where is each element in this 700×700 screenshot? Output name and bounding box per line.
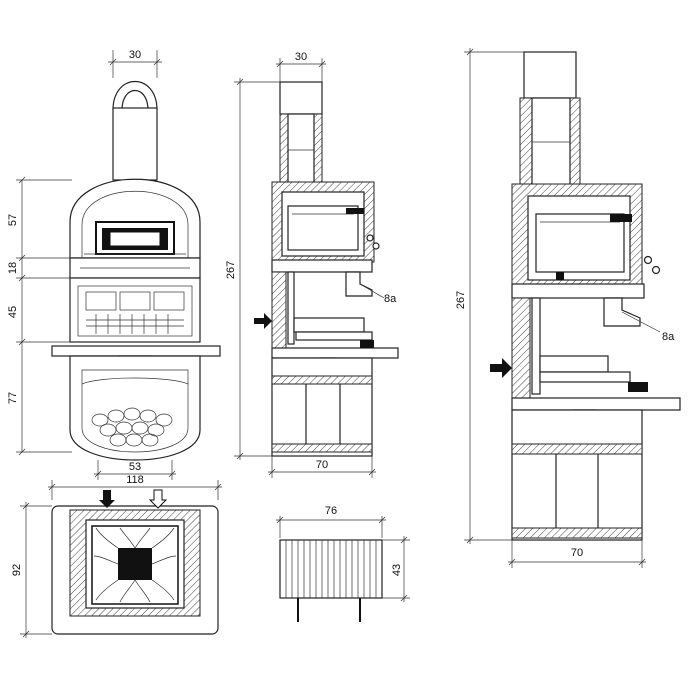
front-view: 30 57 18 45 77 53	[7, 49, 221, 480]
side-small-base-width-dim: 70	[268, 456, 376, 478]
side-large-airflow-arrow-icon	[490, 358, 512, 378]
side-view-large: 8a 267 70	[455, 48, 681, 568]
airflow-arrow-left-icon	[99, 490, 115, 508]
front-bottom-width-dim: 53	[94, 460, 176, 480]
front-dim-18: 18	[7, 262, 19, 274]
side-large-base-width-label: 70	[571, 547, 583, 559]
grill-height-dim: 43	[382, 536, 410, 602]
side-view-small: 30 8a	[225, 51, 399, 478]
front-dim-57: 57	[7, 214, 19, 226]
airflow-arrow-right-icon	[148, 489, 168, 509]
front-vertical-dims: 57 18 45 77	[7, 176, 72, 456]
front-dim-45: 45	[7, 306, 19, 318]
side-small-8a-label: 8a	[384, 293, 397, 305]
side-large-height-dim: 267	[455, 48, 524, 544]
side-small-top-width-dim: 30	[276, 51, 326, 82]
front-dim-77: 77	[7, 392, 19, 404]
side-large-height-label: 267	[455, 291, 467, 309]
side-small-base-width-label: 70	[316, 459, 328, 471]
plan-width-label: 118	[126, 474, 144, 486]
side-large-8a-label: 8a	[662, 331, 675, 343]
side-small-airflow-arrow-icon	[254, 313, 272, 329]
plan-depth-label: 92	[11, 564, 23, 576]
grill-width-label: 76	[325, 505, 337, 517]
plan-view: 118	[11, 474, 222, 638]
front-top-width-dim: 30	[108, 49, 162, 78]
grill-width-dim: 76	[276, 505, 386, 538]
front-top-width-label: 30	[129, 49, 141, 61]
firewood-logs-icon	[91, 407, 173, 447]
plan-depth-dim: 92	[11, 502, 52, 638]
side-small-height-dim: 267	[225, 78, 280, 460]
grate-icon	[91, 525, 179, 605]
side-small-height-label: 267	[225, 261, 237, 279]
plan-width-dim: 118	[48, 474, 222, 500]
grill-detail: 76 43	[276, 505, 410, 622]
side-large-base-width-dim: 70	[508, 540, 646, 568]
front-bottom-width-label: 53	[129, 461, 141, 473]
grill-bars-icon	[285, 540, 377, 598]
grill-height-label: 43	[391, 564, 403, 576]
side-small-top-width-label: 30	[295, 51, 307, 63]
